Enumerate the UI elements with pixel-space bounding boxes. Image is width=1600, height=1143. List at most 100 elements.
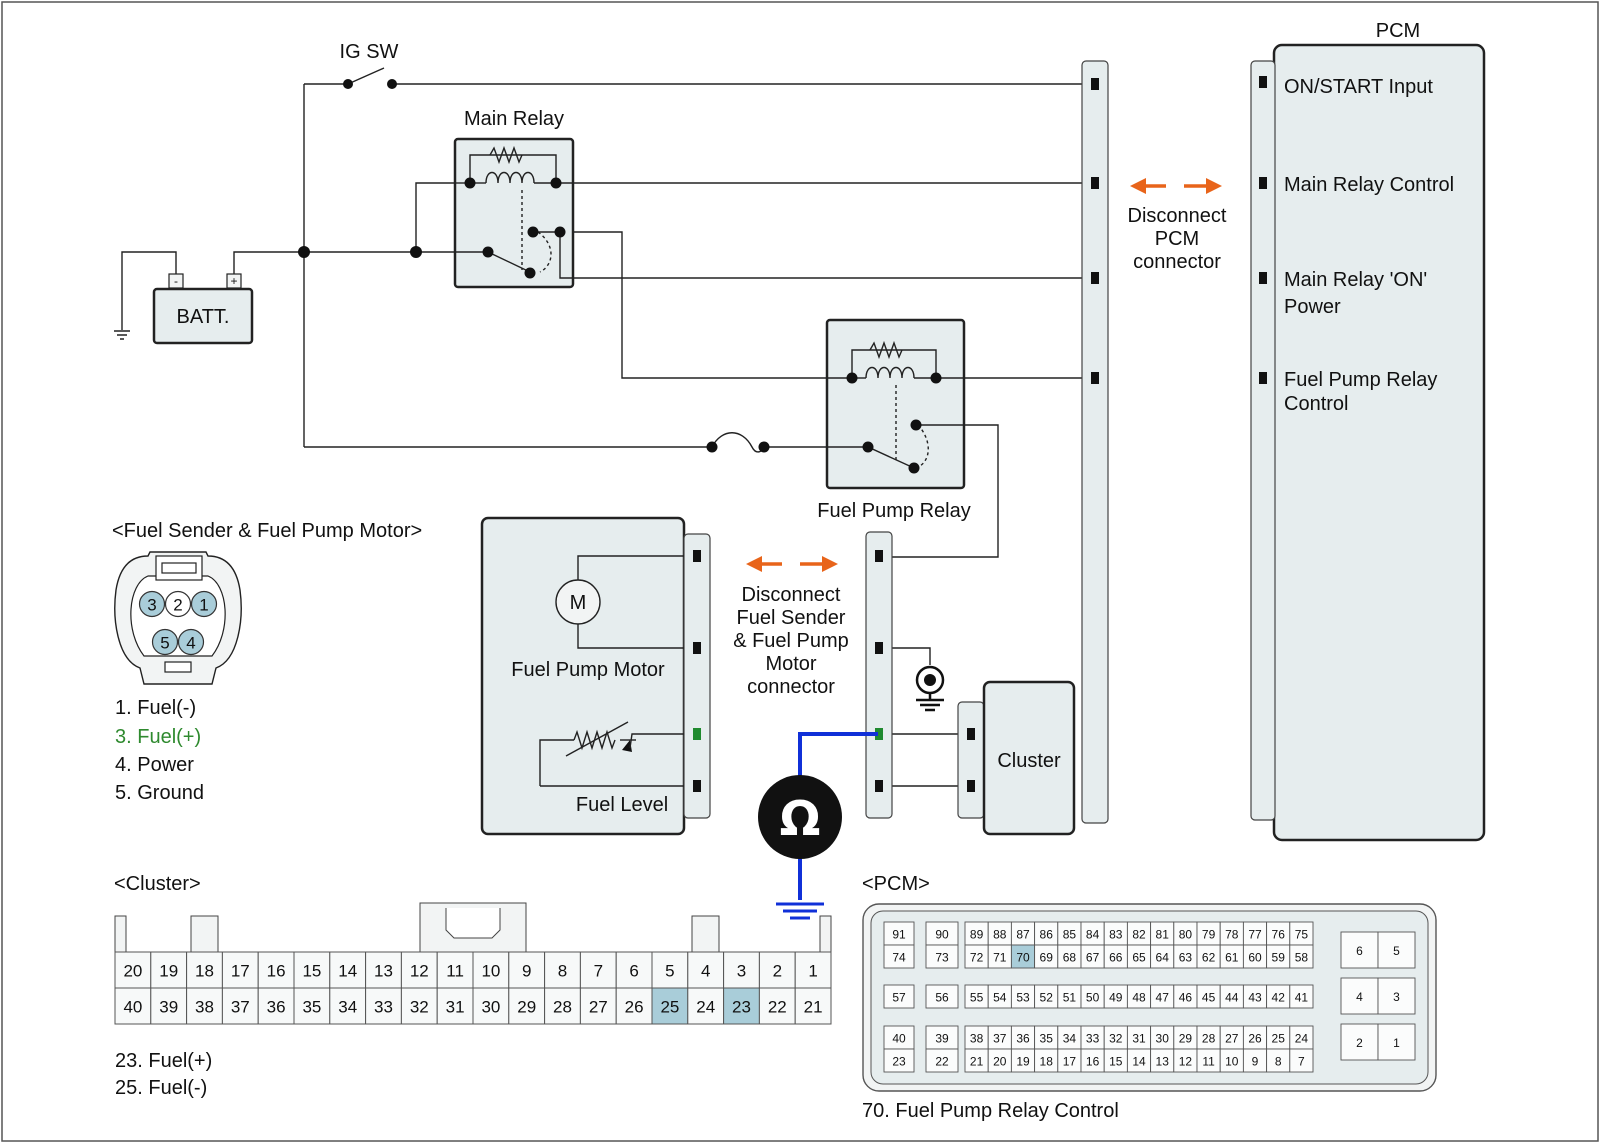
cluster-pin-label: 38 (195, 998, 214, 1017)
disconnect-sender-line-3: & Fuel Pump (733, 630, 849, 652)
pcm-pin-label: 87 (1016, 928, 1030, 942)
pcm-pin (925, 944, 959, 969)
cluster-pin-label: 9 (522, 962, 531, 981)
battery-positive-label: + (230, 274, 237, 288)
pcm-connector-note: 70. Fuel Pump Relay Control (862, 1100, 1119, 1122)
pcm-connector-strip (1250, 60, 1276, 821)
pcm-pin-label: 60 (1248, 951, 1262, 965)
pcm-pin-label: 91 (892, 928, 906, 942)
pcm-pin-label: 76 (1272, 928, 1286, 942)
cluster-pin-label: 24 (696, 998, 715, 1017)
pcm-pin-label: 42 (1272, 991, 1286, 1005)
pcm-pin-label: 86 (1040, 928, 1054, 942)
disconnect-pcm-line-1: Disconnect (1128, 205, 1227, 227)
cluster-pin-label: 17 (231, 962, 250, 981)
pcm-pin-label: 21 (970, 1055, 984, 1069)
fuel-sender-pin-3: 3. Fuel(+) (115, 726, 201, 748)
cluster-pin (794, 987, 832, 1025)
cluster-pin-label: 40 (123, 998, 142, 1017)
pcm-pin-label: 20 (993, 1055, 1007, 1069)
cluster-note-23: 23. Fuel(+) (115, 1050, 212, 1072)
cluster-pin (472, 951, 510, 989)
pcm-pin-label: 78 (1225, 928, 1239, 942)
cluster-pin (329, 951, 367, 989)
pcm-pin (925, 984, 959, 1009)
pcm-pin-label: 25 (1272, 1032, 1286, 1046)
pcm-pin-label: 46 (1179, 991, 1193, 1005)
cluster-connector-face (114, 902, 832, 953)
pcm-pin-label: 39 (935, 1032, 949, 1046)
cluster-pin (114, 987, 152, 1025)
pcm-pin-label: 88 (993, 928, 1007, 942)
pcm-pin-label: 13 (1156, 1055, 1170, 1069)
ig-sw-label: IG SW (340, 41, 399, 63)
pcm-pin-label: 51 (1063, 991, 1077, 1005)
pcm-side-pin-label: 2 (1356, 1036, 1363, 1050)
ground-icon (114, 330, 130, 340)
cluster-pin (579, 951, 617, 989)
pcm-pin-label: 59 (1272, 951, 1286, 965)
cluster-connector-strip (957, 701, 985, 819)
pcm-pin-label: 90 (935, 928, 949, 942)
cluster-pin (651, 951, 689, 989)
cluster-pin-label: 37 (231, 998, 250, 1017)
disconnect-sender-line-1: Disconnect (742, 584, 841, 606)
pcm-pin-label: 7 (1298, 1055, 1305, 1069)
cluster-pin-label: 31 (446, 998, 465, 1017)
pcm-side-pin-label: 4 (1356, 990, 1363, 1004)
battery: - + BATT. (152, 273, 254, 345)
battery-box (152, 287, 254, 345)
pcm-pin-label: 50 (1086, 991, 1100, 1005)
pcm-pin-label: 34 (1063, 1032, 1077, 1046)
pcm-pin-label: 66 (1109, 951, 1123, 965)
cluster-pin-label: 2 (773, 962, 782, 981)
cluster-pin-label: 14 (338, 962, 357, 981)
pcm-pin-label: 26 (1248, 1032, 1262, 1046)
pcm-side-pin (1340, 1023, 1379, 1061)
fuel-level-label: Fuel Level (576, 794, 668, 816)
pcm-pin-label: 37 (993, 1032, 1007, 1046)
pcm-pin-label: 23 (892, 1055, 906, 1069)
pcm-pin-label: 14 (1132, 1055, 1146, 1069)
pcm-pin-label: 35 (1040, 1032, 1054, 1046)
fuel-pump-relay-label: Fuel Pump Relay (817, 500, 970, 522)
battery-positive-terminal (226, 273, 242, 289)
ohm-symbol: Ω (780, 791, 821, 847)
pcm-pin (1289, 1048, 1314, 1073)
cluster-pin-label: 20 (123, 962, 142, 981)
cluster-pin (472, 987, 510, 1025)
pcm-pin-label: 10 (1225, 1055, 1239, 1069)
pcm-pin-label: 83 (1109, 928, 1123, 942)
sender-pin-label: 4 (186, 634, 195, 653)
cluster-pin-label: 8 (558, 962, 567, 981)
pcm-side-pin-label: 3 (1393, 990, 1400, 1004)
cluster-pin (579, 987, 617, 1025)
fuel-sender-connector-face (114, 551, 242, 685)
pcm-pin-label: 17 (1063, 1055, 1077, 1069)
pcm-pin-label: 67 (1086, 951, 1100, 965)
pcm-pin-label: 54 (993, 991, 1007, 1005)
pcm-pin-label: 15 (1109, 1055, 1123, 1069)
cluster-pin-label: 34 (338, 998, 357, 1017)
pcm-pin-label: 16 (1086, 1055, 1100, 1069)
motor-symbol: M (570, 592, 587, 614)
cluster-pin-label: 11 (446, 962, 464, 981)
sender-pin (190, 590, 218, 618)
pcm-pin (883, 1048, 915, 1073)
cluster-pin (293, 987, 331, 1025)
cluster-pin (257, 987, 295, 1025)
cluster-pin-label: 5 (665, 962, 674, 981)
pcm-pin-label: 85 (1063, 928, 1077, 942)
cluster-pin (544, 987, 581, 1025)
ohmmeter-icon (758, 775, 842, 859)
fuel-sender-internals: M (539, 555, 684, 787)
pcm-pin-label: 72 (970, 951, 984, 965)
disconnect-pcm-line-2: PCM (1155, 228, 1199, 250)
pcm-pin-label: 73 (935, 951, 949, 965)
cluster-pin (687, 951, 725, 989)
pcm-pin-label: 71 (993, 951, 1007, 965)
cluster-pin-label: 16 (267, 962, 286, 981)
pcm-pin-label: 47 (1156, 991, 1170, 1005)
pcm-pin-label: 12 (1179, 1055, 1193, 1069)
pcm-pin-label: 84 (1086, 928, 1100, 942)
